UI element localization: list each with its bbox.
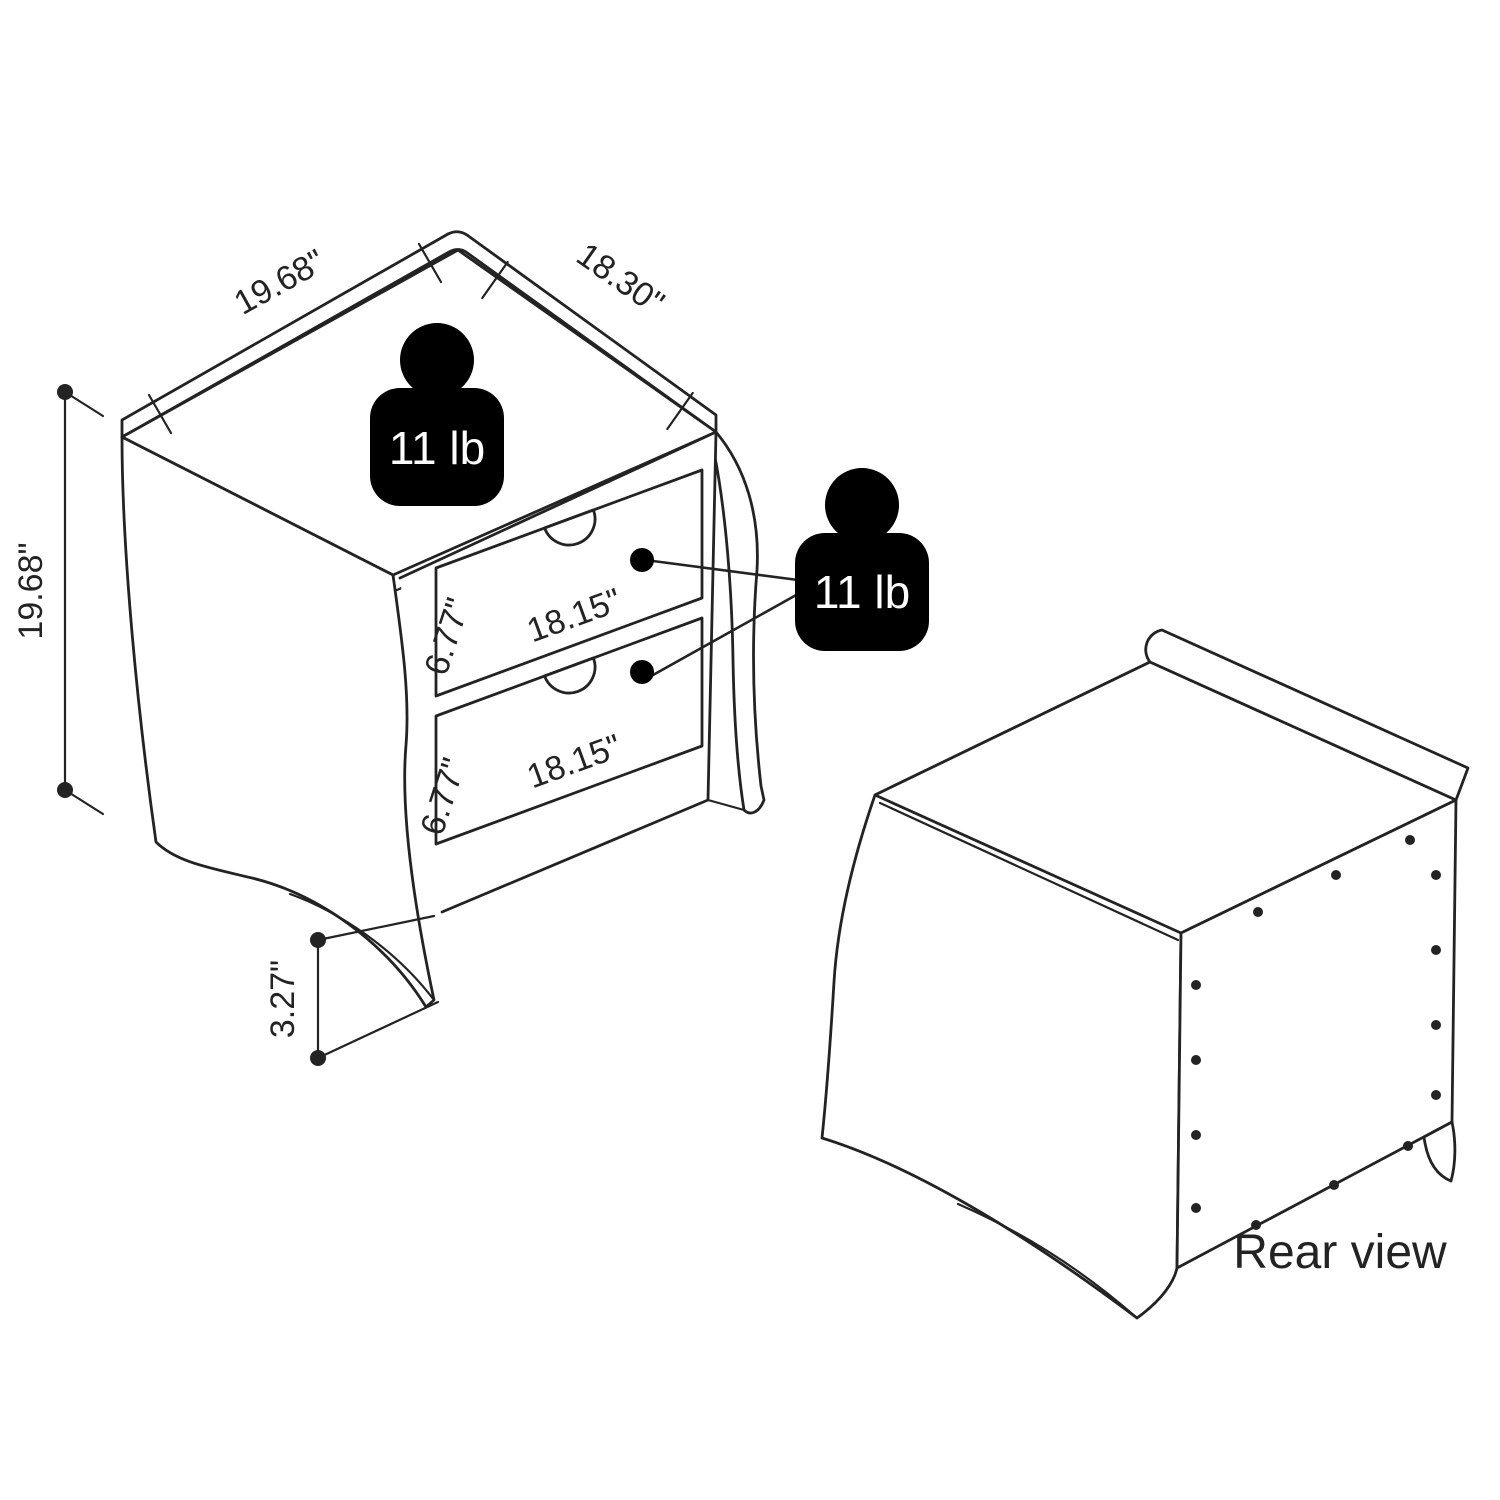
rear-top-rail — [1144, 628, 1470, 802]
left-side-panel — [120, 435, 436, 1009]
front-view: 6.77" 18.15" 6.77" 18.15" 19.68" 19.68" … — [12, 230, 929, 1066]
screw-icon — [1191, 1130, 1201, 1140]
callout-line-2 — [651, 592, 800, 677]
screw-icon — [1191, 1203, 1201, 1213]
drawer-1-notch — [543, 508, 597, 547]
leg-dimension: 3.27" — [264, 914, 440, 1066]
screw-icon — [1431, 945, 1441, 955]
rear-right-foot — [1422, 1120, 1457, 1183]
bottom-to-foot-edge — [706, 798, 746, 812]
drawer-2-notch — [543, 656, 597, 695]
screw-icon — [1431, 1020, 1441, 1030]
screw-icon — [1403, 1141, 1413, 1151]
depth-tick-right — [666, 391, 694, 431]
weight-icon-top: 11 lb — [370, 323, 504, 506]
height-dimension-label: 19.68" — [12, 542, 50, 639]
rear-view: Rear view — [820, 628, 1470, 1320]
rear-view-caption: Rear view — [1233, 1226, 1447, 1279]
width-tick-right — [417, 242, 443, 284]
screw-icon — [1331, 870, 1341, 880]
leg-extension-top — [316, 914, 436, 942]
leg-dimension-label: 3.27" — [264, 960, 302, 1038]
height-dim-dot-top — [57, 384, 73, 400]
top-depth-label: 18.30" — [570, 236, 671, 323]
screw-icon — [1253, 907, 1263, 917]
front-foot-thickness-line — [288, 892, 436, 1002]
width-tick-left — [147, 393, 173, 435]
screw-icon — [1191, 1055, 1201, 1065]
weight-icon-drawers: 11 lb — [795, 468, 929, 651]
drawer-1 — [434, 468, 704, 698]
rear-foot-thickness-line — [956, 1202, 1139, 1320]
screw-icon — [1191, 980, 1201, 990]
screws — [1191, 835, 1441, 1230]
leg-extension-bottom — [316, 1000, 440, 1060]
screw-icon — [1329, 1180, 1339, 1190]
height-dim-dot-bottom — [57, 782, 73, 798]
height-dimension: 19.68" — [12, 384, 105, 816]
leg-dim-dot-top — [310, 932, 326, 948]
weight-icon-drawers-body — [795, 533, 929, 651]
depth-tick-left — [481, 260, 509, 300]
weight-icon-top-body — [370, 388, 504, 506]
callout-dot-2 — [630, 660, 654, 684]
screw-icon — [1251, 1220, 1261, 1230]
weight-icon-top-knob — [400, 323, 474, 397]
callout-dot-1 — [630, 548, 654, 572]
screw-icon — [1405, 835, 1415, 845]
right-side-panel — [712, 430, 766, 815]
weight-icon-drawers-knob — [825, 468, 899, 542]
screw-icon — [1431, 870, 1441, 880]
rear-tabletop-edge — [878, 801, 1180, 942]
weight-drawers-label: 11 lb — [814, 566, 910, 618]
callout-line-1 — [651, 559, 800, 582]
leg-dim-dot-bottom — [310, 1050, 326, 1066]
screw-icon — [1431, 1090, 1441, 1100]
weight-top-label: 11 lb — [389, 422, 485, 474]
